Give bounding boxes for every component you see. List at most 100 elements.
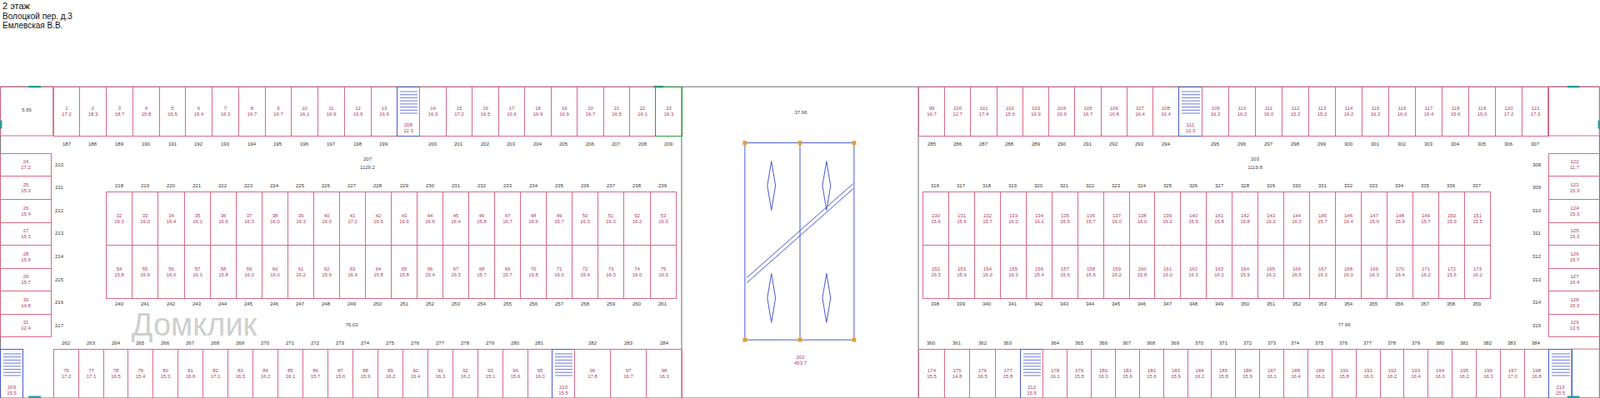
corridor-number: 191 (168, 141, 177, 147)
room-area: 16.2 (1387, 374, 1398, 380)
office-room: 9415.6 (502, 349, 529, 398)
office-room: 8316.5 (227, 349, 254, 398)
office-room: 14915.7 (1412, 191, 1440, 246)
room-number: 143 (1266, 213, 1275, 220)
room-area: 15.7 (1085, 219, 1096, 225)
office-room: 11516.2 (1361, 86, 1390, 137)
corridor-number: 283 (624, 340, 633, 346)
office-room: 9916.7 (918, 86, 945, 137)
office-room: 5716.3 (184, 245, 211, 300)
office-room: 13816.0 (1129, 191, 1155, 246)
corridor-number: 271 (285, 340, 295, 346)
room-number: 173 (1473, 266, 1482, 273)
room-area: 15.5 (1026, 390, 1037, 397)
room-number: 97 (625, 368, 632, 375)
corridor-number: 316 (930, 183, 940, 189)
corridor-number: 375 (1315, 340, 1324, 346)
corridor-number: 333 (1369, 183, 1378, 189)
office-room: 10616.8 (1100, 86, 1128, 137)
room-number: 11 (328, 105, 334, 112)
room-area: 16.1 (300, 111, 310, 118)
room-area: 16.4 (1343, 219, 1354, 225)
corridor-number: 215 (55, 277, 64, 283)
room-area: 12.7 (952, 111, 963, 118)
room-number: 18 (535, 105, 541, 112)
room-area: 15.5 (926, 374, 937, 380)
room-number: 212 (1027, 385, 1036, 391)
room-number: 139 (1163, 213, 1172, 220)
corridor-number: 293 (1135, 141, 1144, 147)
office-room: 9016.4 (402, 349, 429, 398)
office-room: 117.2 (53, 86, 80, 137)
office-room: 6515.8 (390, 245, 418, 300)
room-area: 16.5 (235, 374, 246, 380)
office-room: 15315.9 (948, 245, 975, 300)
stair-room: 20812.3 (396, 86, 420, 137)
corridor-number: 354 (1344, 301, 1353, 307)
room-number: 167 (1318, 266, 1327, 273)
room-number: 117 (1425, 105, 1434, 112)
room-area: 16.3 (1483, 374, 1494, 380)
corridor-number: 218 (115, 183, 124, 189)
room-number: 33 (142, 213, 149, 220)
corridor-number: 380 (1435, 340, 1445, 346)
office-room: 8815.9 (352, 349, 379, 398)
room-area: 15.9 (1446, 219, 1457, 225)
office-room: 14616.4 (1335, 191, 1362, 246)
room-number: 189 (1315, 368, 1325, 375)
corridor-number: 266 (160, 340, 170, 346)
office-room: 12315.3 (1548, 175, 1600, 200)
room-number: 65 (401, 266, 408, 273)
room-number: 40 (324, 213, 330, 220)
room-area: 16.2 (1370, 111, 1381, 118)
room-area: 16.7 (273, 111, 284, 118)
area-label: 76.03 (345, 322, 358, 328)
room-area: 16.6 (528, 219, 539, 225)
corridor-number: 236 (580, 183, 590, 189)
office-room: 17915.8 (1066, 349, 1092, 398)
office-room: 16116.0 (1154, 245, 1181, 300)
room-number: 13 (381, 105, 388, 112)
room-number: 198 (1532, 368, 1541, 375)
room-area: 16.3 (1188, 272, 1199, 279)
room-area: 15.8 (1003, 374, 1014, 380)
room-area: 15.8 (1074, 374, 1085, 380)
office-room: 15916.2 (1103, 245, 1130, 300)
corridor-number: 238 (632, 183, 641, 189)
room-area: 15.4 (1034, 272, 1045, 279)
corridor-number: 314 (1532, 300, 1541, 305)
corridor-number: 337 (1472, 183, 1481, 189)
office-room: 16415.9 (1231, 245, 1259, 300)
corridor-number: 242 (166, 301, 175, 307)
corridor-number: 245 (244, 301, 253, 307)
office-room: 19616.3 (1475, 349, 1501, 398)
room-area: 16.4 (1424, 111, 1435, 118)
room-number: 4 (145, 105, 148, 112)
room-number: 172 (1447, 266, 1456, 273)
office-room: 8116.6 (177, 349, 204, 398)
office-room: 10816.4 (1152, 86, 1180, 137)
room-number: 101 (979, 105, 988, 112)
corridor-number: 341 (1008, 301, 1017, 307)
corridor-number: 326 (1189, 183, 1198, 189)
corridor-number: 304 (1450, 141, 1460, 147)
room-number: 179 (1075, 368, 1084, 375)
floor-title: 2 этаж (2, 1, 30, 11)
area-label: 5.56 (21, 107, 32, 113)
room-area: 15.5 (1472, 219, 1483, 225)
room-number: 158 (1086, 266, 1095, 273)
room-area: 15.9 (1395, 219, 1405, 225)
corridor-number: 290 (1057, 141, 1066, 147)
room-number: 9 (276, 105, 280, 112)
office-room: 13115.6 (948, 191, 975, 246)
corridor-number: 217 (55, 323, 64, 329)
corridor-number: 263 (86, 340, 95, 346)
room-area: 15.9 (1188, 219, 1199, 225)
office-room: 616.4 (185, 86, 213, 137)
room-number: 79 (137, 368, 144, 375)
corridor-number: 257 (555, 301, 564, 307)
room-area: 16.3 (244, 219, 255, 225)
corridor-number: 189 (115, 141, 124, 147)
corridor-number: 312 (1532, 254, 1541, 260)
room-number: 85 (287, 368, 294, 375)
